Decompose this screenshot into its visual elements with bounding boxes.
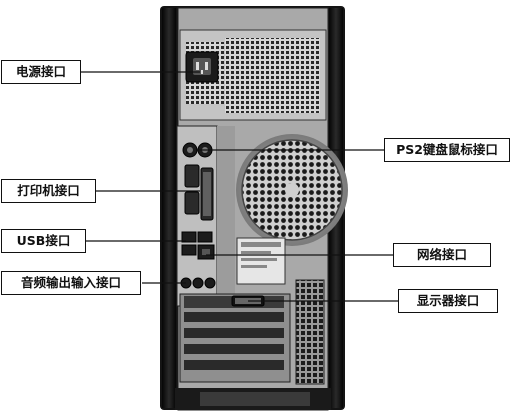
label-network-port: 网络接口 bbox=[393, 243, 491, 267]
label-power-port: 电源接口 bbox=[1, 60, 81, 84]
audio-jacks[interactable] bbox=[180, 277, 216, 289]
label-ps2-port: PS2键盘鼠标接口 bbox=[384, 138, 510, 162]
leader-lines bbox=[80, 71, 400, 302]
network-port[interactable] bbox=[197, 244, 215, 260]
product-sticker bbox=[236, 237, 286, 285]
expansion-slots bbox=[179, 293, 291, 383]
label-usb-port: USB接口 bbox=[1, 229, 86, 253]
display-port[interactable] bbox=[184, 295, 284, 308]
power-socket[interactable] bbox=[185, 51, 219, 83]
cooling-fan bbox=[236, 134, 348, 246]
side-vent bbox=[295, 279, 325, 385]
label-audio-port: 音频输出输入接口 bbox=[1, 271, 141, 295]
printer-port[interactable] bbox=[184, 164, 214, 221]
label-display-port: 显示器接口 bbox=[398, 289, 498, 313]
usb-ports[interactable] bbox=[181, 231, 213, 256]
label-printer-port: 打印机接口 bbox=[1, 179, 96, 203]
